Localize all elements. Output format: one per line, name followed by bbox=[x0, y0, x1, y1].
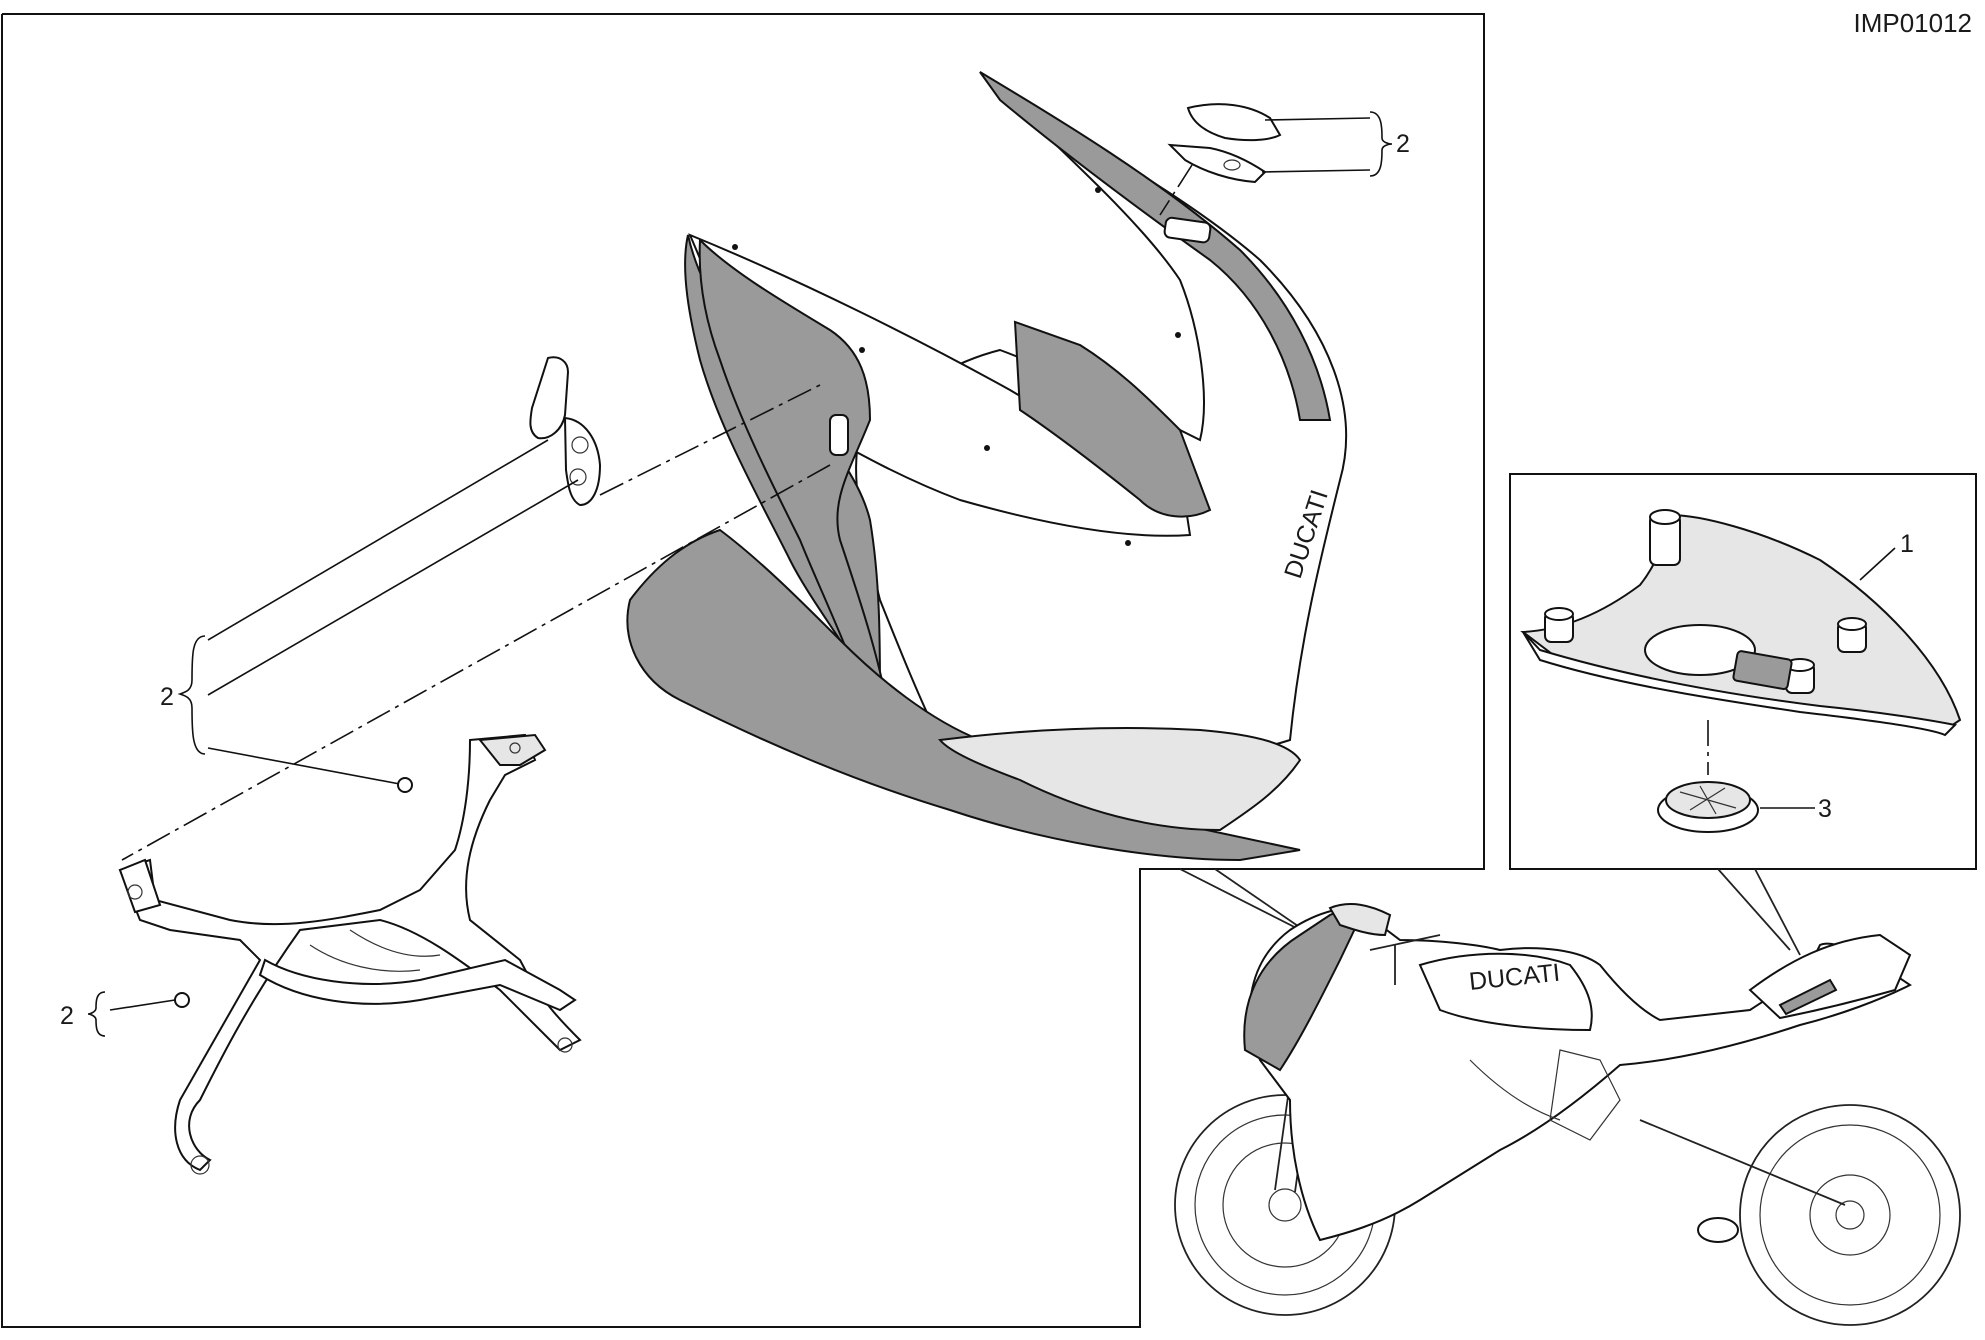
subframe-detail bbox=[309, 929, 441, 972]
mount-post-top bbox=[1837, 617, 1867, 631]
rivet bbox=[859, 347, 865, 353]
gasket-hole bbox=[571, 436, 589, 454]
fuel-tank bbox=[1418, 952, 1593, 1032]
front-fairing: DUCATI bbox=[626, 71, 1347, 862]
cowl-opening bbox=[1644, 624, 1756, 676]
handlebar bbox=[1369, 934, 1441, 985]
callout-number: 1 bbox=[1900, 530, 1914, 558]
engine-block bbox=[1549, 1049, 1621, 1141]
tail-highlight bbox=[1778, 978, 1838, 1016]
bike-windscreen bbox=[1328, 903, 1392, 937]
fairing-chin bbox=[938, 727, 1302, 832]
rivet bbox=[1175, 332, 1181, 338]
callout-number: 2 bbox=[160, 683, 174, 711]
subframe-top-bracket bbox=[478, 733, 547, 766]
mount-post-top bbox=[1544, 607, 1574, 621]
mount-hole bbox=[190, 1155, 210, 1175]
drawing-code: IMP01012 bbox=[1853, 8, 1972, 38]
inset-pointer-line bbox=[1754, 868, 1801, 956]
front-hub bbox=[1268, 1188, 1302, 1222]
fairing-side-vent bbox=[829, 414, 849, 456]
motorcycle-overview: DUCATI bbox=[1174, 903, 1961, 1326]
left-cover-plate bbox=[529, 356, 570, 440]
rear-wheel-tire bbox=[1739, 1104, 1961, 1326]
rear-sprocket bbox=[1809, 1174, 1891, 1256]
callout-brace bbox=[87, 991, 106, 1037]
leader-line bbox=[207, 479, 579, 696]
detail-inset-frame bbox=[1509, 473, 1977, 870]
callout-number: 2 bbox=[1396, 130, 1410, 158]
cowl-latch-block bbox=[1732, 650, 1793, 691]
fairing-upper-stripe bbox=[979, 71, 1332, 421]
fairing-left-panel-shade bbox=[698, 237, 892, 722]
exhaust-tip bbox=[1697, 1217, 1739, 1243]
callout-brace bbox=[1369, 111, 1393, 177]
mount-hole bbox=[127, 884, 143, 900]
mount-hole bbox=[557, 1037, 573, 1053]
leader-line bbox=[207, 439, 549, 641]
callout-number: 3 bbox=[1818, 795, 1832, 823]
mirror-cover-gasket bbox=[1167, 143, 1267, 184]
tail-section bbox=[1748, 933, 1912, 1020]
screw bbox=[174, 992, 190, 1008]
subframe-body bbox=[118, 733, 582, 1172]
leader-line bbox=[207, 747, 406, 786]
leader-line bbox=[1264, 117, 1371, 121]
fairing-line bbox=[1469, 1059, 1561, 1121]
cap-detail bbox=[1679, 785, 1737, 815]
subframe-left-tab bbox=[118, 858, 162, 914]
screw bbox=[397, 777, 413, 793]
mirror-mount-slot bbox=[1163, 216, 1212, 244]
mirror-cover-top: 2 bbox=[1159, 103, 1410, 216]
rear-hub bbox=[1835, 1200, 1865, 1230]
seat-cowl-rim bbox=[1522, 631, 1958, 737]
leader-line bbox=[1261, 169, 1371, 173]
rivet bbox=[984, 445, 990, 451]
rear-wheel-rim bbox=[1759, 1124, 1941, 1306]
detail-inset: 1 3 bbox=[1509, 473, 1977, 870]
assembly-axis bbox=[1159, 164, 1193, 216]
callout-brace bbox=[177, 635, 206, 755]
cowl-cap bbox=[1657, 781, 1759, 833]
main-view: DUCATI 2 bbox=[1, 13, 1485, 1328]
subframe-crossbar bbox=[258, 958, 577, 1012]
swingarm bbox=[1639, 1119, 1846, 1206]
mount-hole bbox=[509, 742, 521, 754]
mirror-cover-plate bbox=[1186, 103, 1282, 142]
gasket-hole bbox=[1223, 159, 1241, 171]
mount-post-top bbox=[1649, 509, 1681, 525]
main-view-frame bbox=[1, 13, 1485, 1328]
leader-line bbox=[1859, 547, 1896, 581]
rivet bbox=[1125, 540, 1131, 546]
fairing-subframe: 2 bbox=[60, 733, 582, 1175]
mirror-cover-left: 2 bbox=[121, 356, 831, 861]
gasket-hole bbox=[569, 468, 587, 486]
inner-air-duct bbox=[1013, 320, 1212, 518]
inset-pointer-line bbox=[1717, 868, 1791, 951]
leader-line bbox=[109, 999, 176, 1011]
left-cover-gasket bbox=[563, 416, 602, 507]
rivet bbox=[1095, 187, 1101, 193]
rivet bbox=[732, 244, 738, 250]
assembly-axis bbox=[121, 464, 831, 861]
callout-number: 2 bbox=[60, 1002, 74, 1030]
